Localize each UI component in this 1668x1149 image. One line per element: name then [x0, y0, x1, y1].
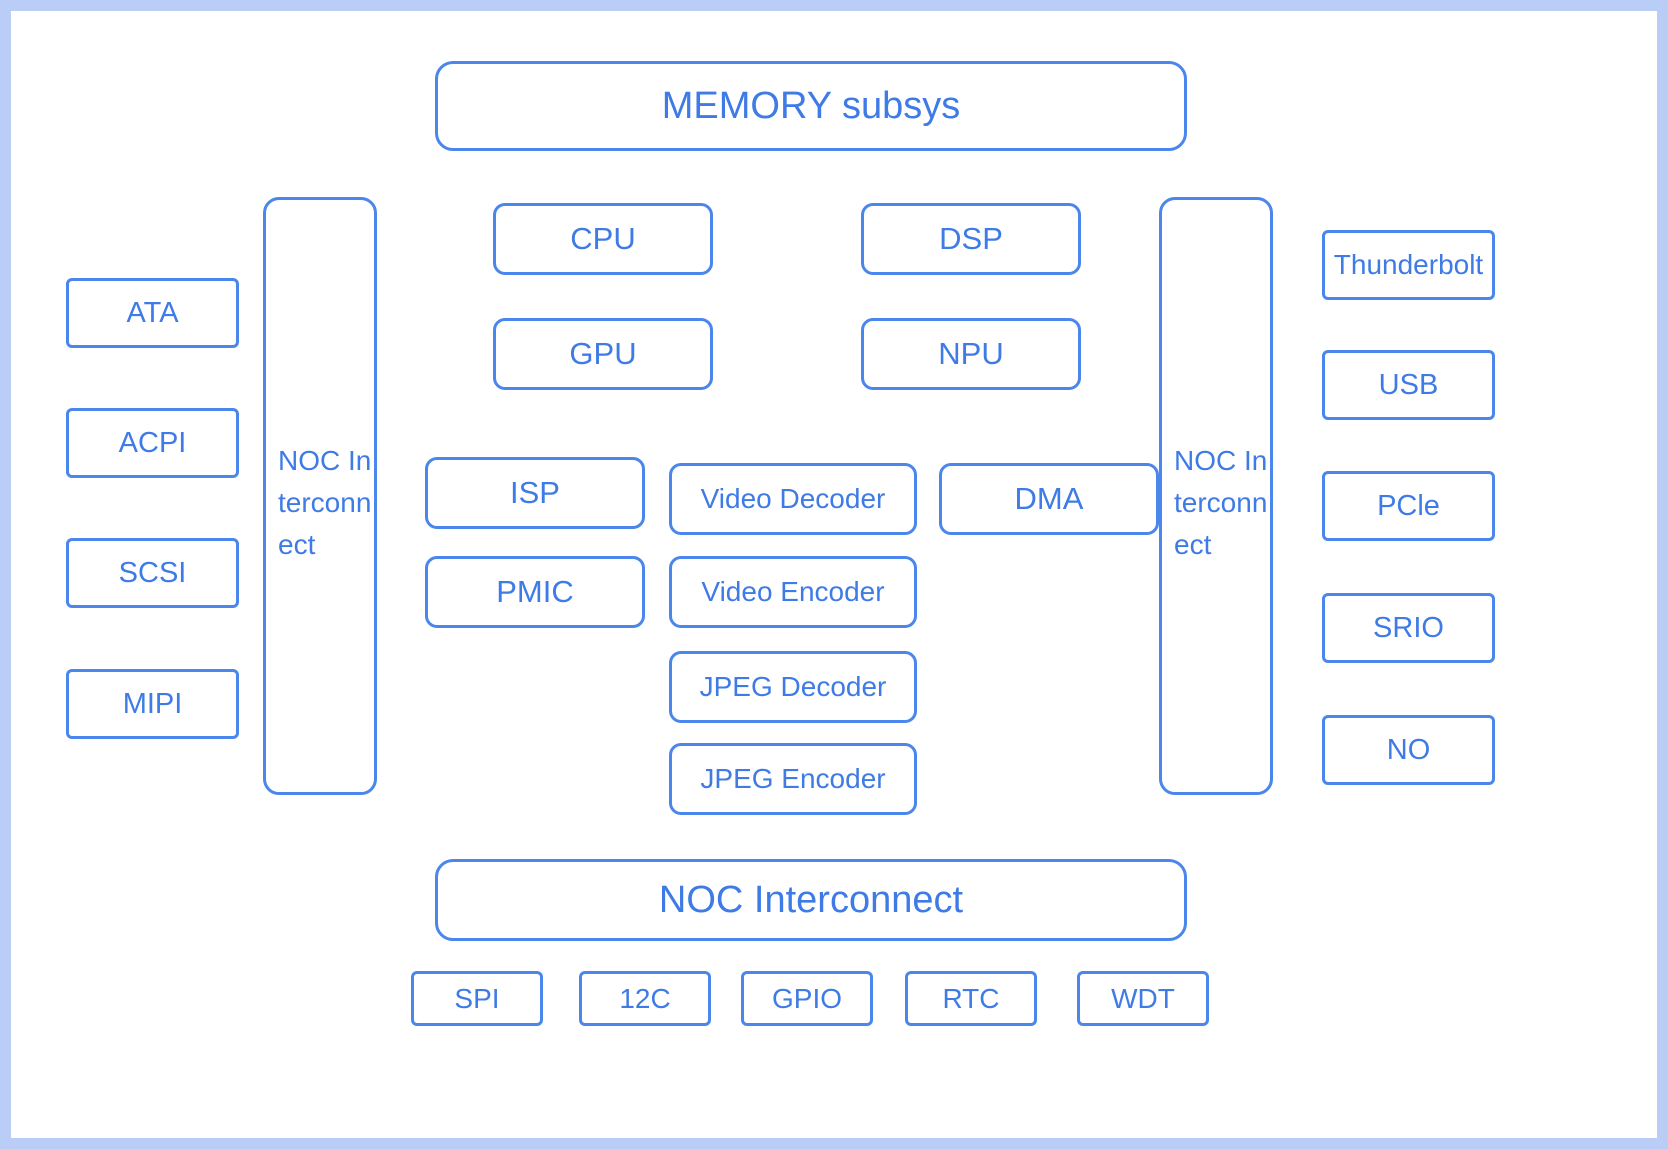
- acpi-label: ACPI: [118, 426, 187, 459]
- mipi-block: MIPI: [66, 669, 239, 739]
- cpu-label: CPU: [570, 221, 636, 256]
- video-encoder-label: Video Encoder: [701, 576, 885, 607]
- video-decoder-label: Video Decoder: [700, 483, 886, 514]
- dsp-label: DSP: [939, 221, 1003, 256]
- noc-interconnect-bottom-label: NOC Interconnect: [658, 878, 964, 921]
- pmic-label: PMIC: [496, 574, 574, 609]
- srio-label: SRIO: [1373, 611, 1444, 644]
- noc-interconnect-bottom: NOC Interconnect: [435, 859, 1187, 941]
- srio-block: SRIO: [1322, 593, 1495, 663]
- i2c-label: 12C: [619, 982, 671, 1014]
- isp-label: ISP: [510, 475, 560, 510]
- no-block: NO: [1322, 715, 1495, 785]
- noc-interconnect-right-label: NOC Interconnect: [1174, 445, 1268, 560]
- scsi-label: SCSI: [118, 556, 187, 589]
- ata-block: ATA: [66, 278, 239, 348]
- memory-subsys-label: MEMORY subsys: [661, 84, 961, 127]
- jpeg-encoder-block: JPEG Encoder: [669, 743, 917, 815]
- isp-block: ISP: [425, 457, 645, 529]
- mipi-label: MIPI: [122, 687, 183, 720]
- gpio-block: GPIO: [741, 971, 873, 1026]
- rtc-block: RTC: [905, 971, 1037, 1026]
- wdt-label: WDT: [1111, 982, 1175, 1014]
- jpeg-decoder-block: JPEG Decoder: [669, 651, 917, 723]
- ata-label: ATA: [126, 296, 179, 329]
- noc-interconnect-left-label: NOC Interconnect: [278, 445, 372, 560]
- thunderbolt-label: Thunderbolt: [1333, 249, 1484, 280]
- scsi-block: SCSI: [66, 538, 239, 608]
- jpeg-encoder-label: JPEG Encoder: [700, 763, 886, 794]
- wdt-block: WDT: [1077, 971, 1209, 1026]
- dsp-block: DSP: [861, 203, 1081, 275]
- no-label: NO: [1386, 733, 1431, 766]
- cpu-block: CPU: [493, 203, 713, 275]
- thunderbolt-block: Thunderbolt: [1322, 230, 1495, 300]
- i2c-block: 12C: [579, 971, 711, 1026]
- jpeg-decoder-label: JPEG Decoder: [699, 671, 887, 702]
- gpu-block: GPU: [493, 318, 713, 390]
- usb-label: USB: [1378, 368, 1439, 401]
- memory-subsys-block: MEMORY subsys: [435, 61, 1187, 151]
- video-decoder-block: Video Decoder: [669, 463, 917, 535]
- dma-label: DMA: [1014, 481, 1084, 516]
- acpi-block: ACPI: [66, 408, 239, 478]
- spi-label: SPI: [454, 982, 500, 1014]
- rtc-label: RTC: [942, 982, 1000, 1014]
- npu-block: NPU: [861, 318, 1081, 390]
- noc-interconnect-left: NOC Interconnect: [263, 197, 377, 795]
- gpu-label: GPU: [569, 336, 637, 371]
- gpio-label: GPIO: [771, 982, 842, 1014]
- video-encoder-block: Video Encoder: [669, 556, 917, 628]
- dma-block: DMA: [939, 463, 1159, 535]
- noc-interconnect-right: NOC Interconnect: [1159, 197, 1273, 795]
- pcie-block: PCle: [1322, 471, 1495, 541]
- spi-block: SPI: [411, 971, 543, 1026]
- pcie-label: PCle: [1377, 489, 1440, 522]
- pmic-block: PMIC: [425, 556, 645, 628]
- usb-block: USB: [1322, 350, 1495, 420]
- npu-label: NPU: [938, 336, 1004, 371]
